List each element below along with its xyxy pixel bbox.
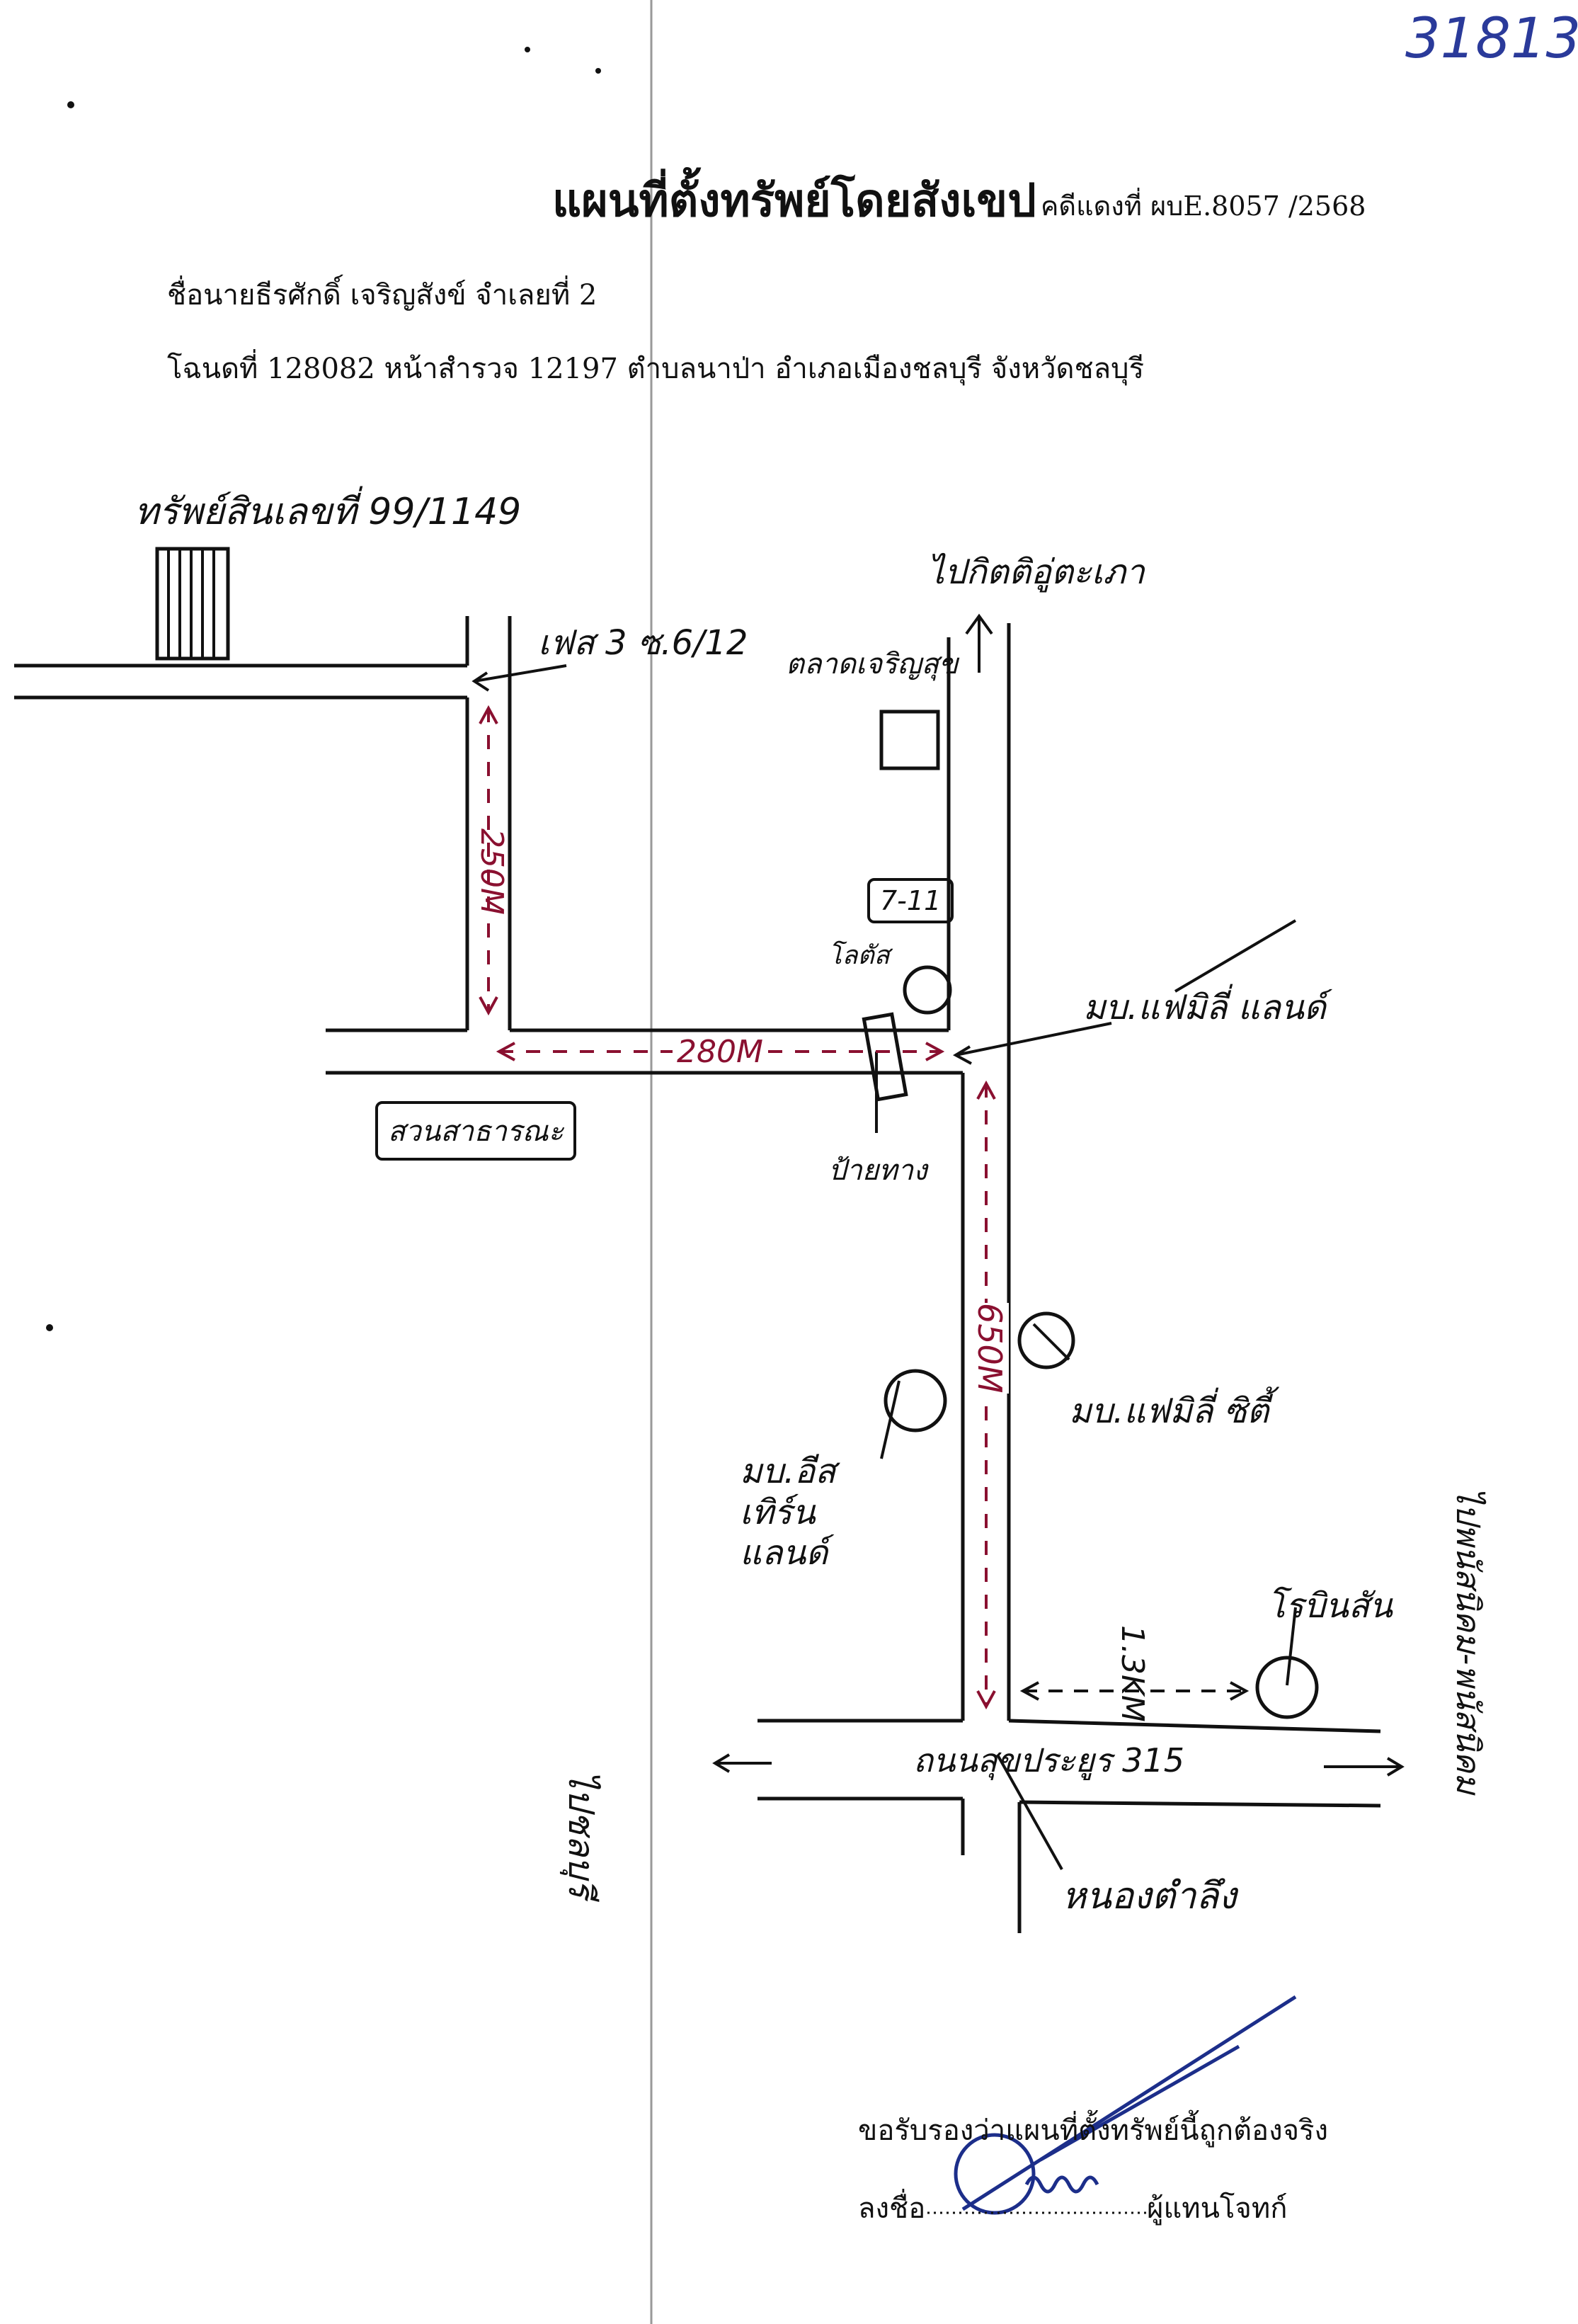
east-land-label: มบ.อีสเทิร์น แลนด์ [740, 1452, 836, 1573]
page-title: แผนที่ตั้งทรัพย์โดยสังเขป [552, 174, 1036, 227]
representative-label: ผู้แทนโจทก์ [1147, 2192, 1288, 2225]
robinson-icon [1255, 1656, 1319, 1719]
property-label: ทรัพย์สินเลขที่ 99/1149 [135, 491, 522, 533]
road-edge [1019, 1800, 1381, 1808]
road-label: ถนนสุขประยูร 315 [913, 1741, 1184, 1779]
family-city-icon [1017, 1311, 1075, 1369]
road-edge [1008, 1719, 1381, 1733]
lotus-label: โลตัส [828, 941, 890, 970]
signature-icon [954, 1995, 1297, 2215]
distance-label: 280M [673, 1034, 767, 1070]
lotus-icon [903, 965, 952, 1015]
distance-label: 250M [474, 828, 510, 915]
junction-label: หนองตำลึง [1062, 1875, 1237, 1918]
phase-label: เฟส 3 ซ.6/12 [538, 623, 748, 663]
sign-label: ลงชื่อ [858, 2192, 926, 2225]
robinson-label: โรบินสัน [1267, 1586, 1393, 1626]
public-park-label: สวนสาธารณะ [375, 1101, 577, 1161]
market-label: ตลาดเจริญสุข [786, 648, 959, 680]
to-north-label: ไปกิตติอู่ตะเภา [927, 552, 1145, 592]
family-land-arrow [1174, 919, 1297, 993]
sign-post-icon [862, 1012, 908, 1102]
case-number: คดีแดงที่ ผบE.8057 /2568 [1041, 190, 1366, 222]
property-building-icon [155, 547, 230, 661]
certification-text: ขอรับรองว่าแผนที่ตั้งทรัพย์นี้ถูกต้องจริ… [858, 2114, 1329, 2147]
seven-eleven-label: 7-11 [867, 878, 954, 923]
document-number: 31813 [1405, 7, 1578, 71]
deed-line: โฉนดที่ 128082 หน้าสำรวจ 12197 ตำบลนาป่า… [167, 353, 1145, 385]
market-icon [879, 710, 940, 770]
family-land-label: มบ.แฟมิลี่ แลนด์ [1083, 988, 1326, 1027]
sign-post-label: ป้ายทาง [828, 1154, 927, 1187]
family-city-label: มบ.แฟมิลี่ ซิตี้ [1069, 1391, 1269, 1431]
east-land-icon [884, 1369, 947, 1432]
to-east-label: ไปพนัสนิคม-พนัสนิคม [1449, 1487, 1487, 1794]
to-west-label: ไปชลบุรี [561, 1770, 602, 1898]
distance-label: 1.3KM [1114, 1625, 1150, 1722]
phase-arrow [474, 664, 567, 683]
owner-line: ชื่อนายธีรศักดิ์ เจริญสังข์ จำเลยที่ 2 [167, 279, 598, 312]
distance-label: 650M [971, 1303, 1009, 1394]
junction-arrow [997, 1755, 1063, 1870]
north-arrow-icon [965, 613, 993, 673]
